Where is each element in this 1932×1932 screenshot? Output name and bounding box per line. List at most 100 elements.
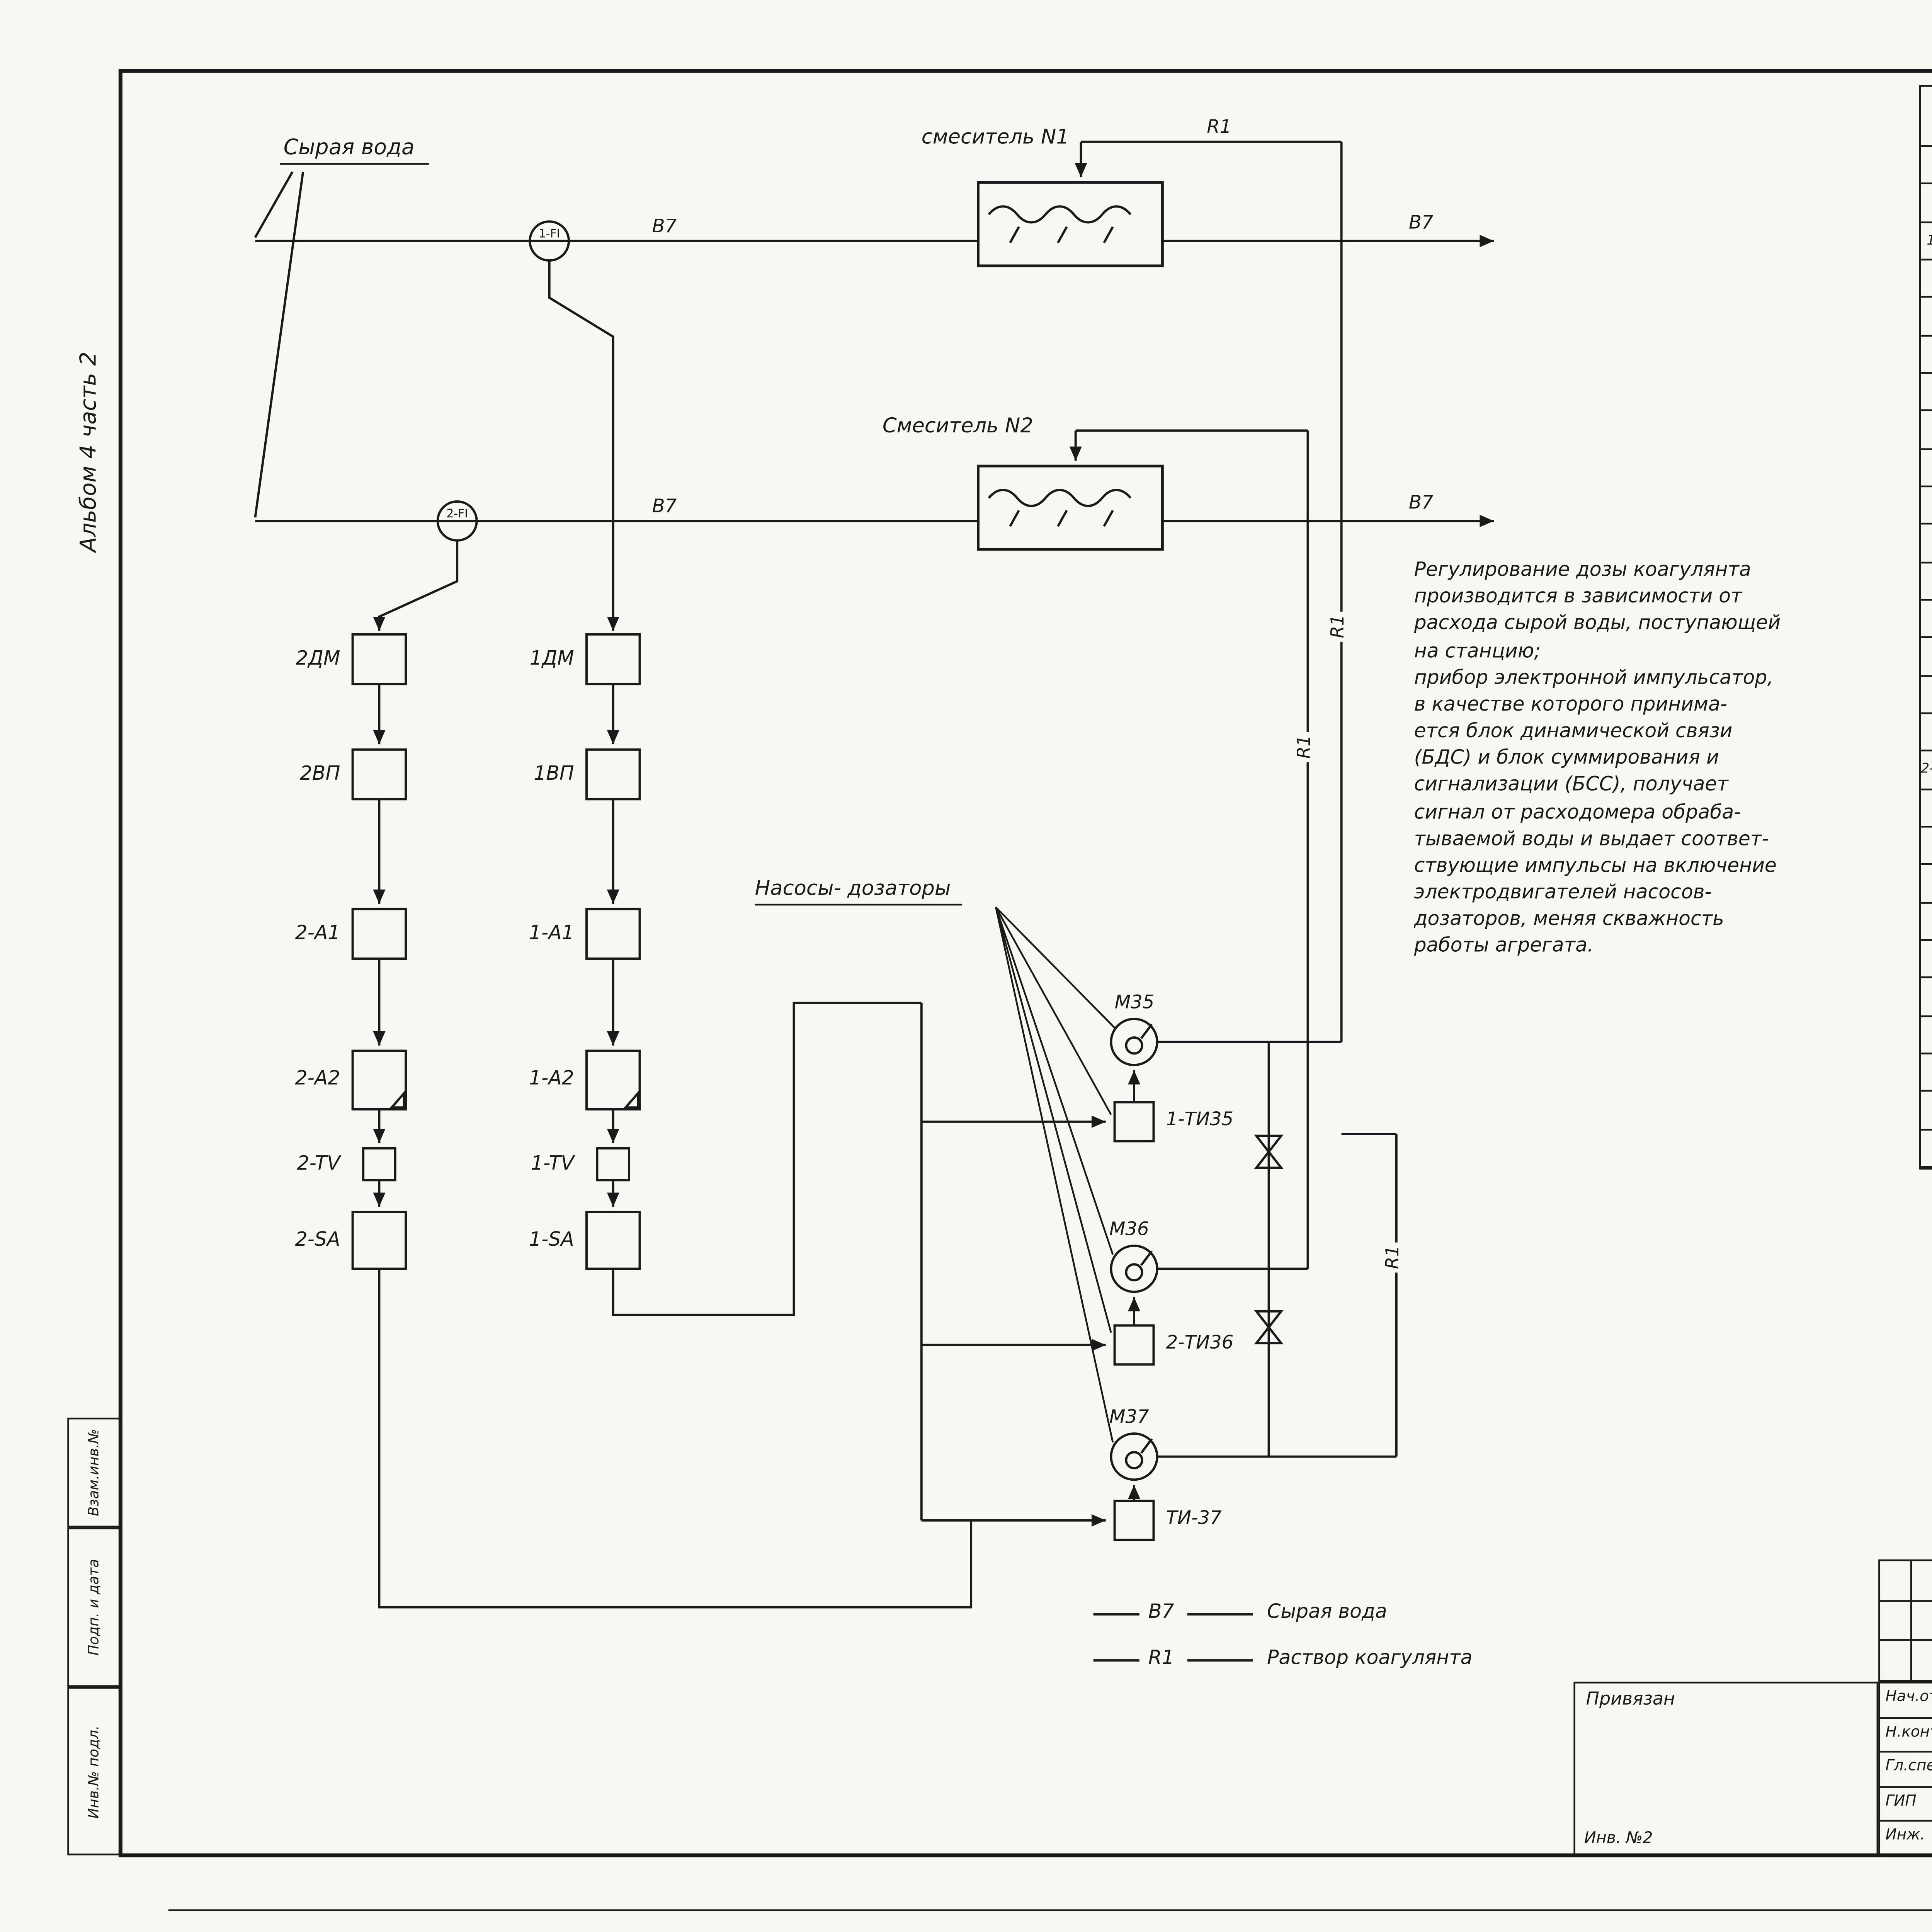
spec-table-row: 2-SA БРУ-22. Выходной сигнал 0-5 МА ~24В [1921,638,1932,676]
spec-cell-pos [1921,1054,1932,1092]
spec-cell-pos: 2-SA [1921,638,1932,676]
spec-table-row: 1-ДМ, 2-ДМ Преобразователь разности давл… [1921,223,1932,261]
spec-table-row: 1-А1 Блок- динамической связи БДС [1921,412,1932,450]
sig-role: Н.контр. [1880,1718,1932,1753]
spec-cell-pos [1921,865,1932,903]
block-label: 1-TV [531,1151,574,1175]
mixer-n2-symbol [977,429,1308,551]
spec-cell-pos: 1-TV, 2-TV [1921,789,1932,828]
coagulant-lines [1157,141,1398,1458]
stamp-label: Подп. и дата [86,1559,102,1656]
spec-table-row: 1-А2 Блок суммирования и сигнализа- [1921,487,1932,525]
spec-cell-pos: 1ВП, 2ВП [1921,336,1932,374]
spec-table-row: кПа [1921,298,1932,336]
spec-table-row: 1-SA Блок ручного управления [1921,600,1932,639]
spec-table-header: поз. обознач Наименование Кол. Примеч. [1921,87,1932,147]
block-label: 1-А1 [529,921,574,945]
spec-table-row: 1-ТИ35 Усилитель тиристорный [1921,714,1932,752]
spec-table-row [1921,1130,1932,1168]
spec-table-row: 2-ТИ36, ТИ-37 Трехпозиционный У-22М 3 [1921,752,1932,790]
spec-cell-pos: 1-А2 [1921,487,1932,525]
block-label: 1ДМ [529,646,574,670]
stamp-box: Инв.№ подл. [67,1687,121,1855]
binding-box: Привязан Инв. №2 [1573,1682,1879,1855]
spec-cell-pos: 2-ТИ36, ТИ-37 [1921,752,1932,790]
mixer2-label: Смеситель N2 [882,413,1033,438]
mixer-n1-symbol [977,140,1342,267]
r1-flow-label: R1 [1329,611,1349,642]
spec-cell-pos [1921,1130,1932,1168]
dosing-pump-symbols [1110,1017,1158,1541]
spec-table-row [1921,1092,1932,1130]
spec-cell-pos [1921,941,1932,979]
spec-cell-pos: М35÷М37 [1921,978,1932,1017]
signature-row: Инж. Елизарова [1880,1822,1932,1857]
spec-table-row [1921,941,1932,979]
spec-table-row: М35÷М37 Электродвигатель 4АА71А4 [1921,978,1932,1017]
b7-flow-label: B7 [1408,213,1434,234]
sheet-frame [118,69,1932,1912]
spec-cell-pos [1921,563,1932,601]
binding-label: Привязан [1586,1690,1675,1710]
spec-table-row: 1-FI, 2-FI Диафрагма камерная Ду [1921,147,1932,185]
motor-label: М35 [1114,992,1155,1014]
motor-label: М37 [1109,1407,1149,1429]
legend-label: Сырая вода [1267,1600,1387,1623]
signature-block: Нач.отд. Данилов Н.контр. Гусева [1878,1682,1932,1857]
revision-cell [1880,1561,1912,1601]
spec-table-row: 2-А2 ции БСС. Выходной сигнал [1921,525,1932,563]
equipment-spec-table: поз. обознач Наименование Кол. Примеч. 1… [1919,85,1932,1170]
legend-code: R1 [1148,1646,1174,1670]
revision-grid [1878,1559,1932,1682]
fi2-tag: 2-FI [446,507,468,521]
water-pipelines [254,171,1494,527]
spec-cell-pos: 2-А1 [1921,449,1932,487]
block-label: 2-А1 [295,921,340,945]
signature-row: Н.контр. Гусева [1880,1718,1932,1753]
spec-table-row: 1ВП, 2ВП Прибор регистрирующий, предел и… [1921,336,1932,374]
spec-cell-pos: 1-А1 [1921,412,1932,450]
stamp-label: Взам.инв.№ [86,1429,102,1516]
stamp-box: Взам.инв.№ [67,1417,121,1528]
mixer1-label: смеситель N1 [921,124,1070,149]
control-chain-1-symbols [585,633,1106,1527]
spec-table-row: N=0,55 кВт ~380В 3 [1921,1016,1932,1054]
legend-code: B7 [1148,1600,1174,1623]
spec-table-row: 0-5 МА ~ 220В 2 [1921,563,1932,601]
revision-cell [1880,1641,1912,1682]
raw-water-label: Сырая вода [280,135,429,165]
sig-role: Нач.отд. [1880,1684,1932,1718]
sig-role: Гл.спец. [1880,1753,1932,1788]
block-label: 2-TV [297,1151,340,1175]
thyristor-label: 1-ТИ35 [1166,1109,1234,1131]
spec-cell-pos: 1-FI, 2-FI [1921,147,1932,185]
b7-flow-label: B7 [652,216,677,238]
b7-flow-label: B7 [652,496,677,518]
revision-cell [1912,1561,1932,1601]
b7-flow-label: B7 [1408,492,1434,514]
stamp-box: Подп. и дата [67,1527,121,1687]
spec-table-row [1921,903,1932,941]
spec-table-row: ОСМ1-0,1 2 [1921,827,1932,866]
spec-cell-pos [1921,185,1932,223]
spec-cell-pos: 1-ТИ35 [1921,714,1932,752]
r1-flow-label: R1 [1296,731,1315,762]
motor-label: М36 [1109,1219,1149,1241]
r1-flow-label: R1 [1201,117,1237,138]
spec-table-row: Сапфир-22ДД-2410-02-УХЛ*3,1-0,25/0,25 [1921,260,1932,298]
spec-cell-pos [1921,903,1932,941]
revision-cell [1880,1601,1912,1641]
fi1-tag: 1-FI [538,227,560,241]
signature-row: Нач.отд. Данилов [1880,1684,1932,1718]
spec-cell-pos: 1-ДМ, 2-ДМ [1921,223,1932,261]
block-label: 1-SA [529,1228,574,1251]
control-chain-2-symbols [351,633,973,1609]
thyristor-label: ТИ-37 [1166,1508,1222,1529]
spec-header-pos: поз. обознач [1921,87,1932,145]
signature-row: ГИП Гусева [1880,1787,1932,1823]
legend-label: Раствор коагулянта [1267,1646,1473,1670]
spec-cell-pos: 1-SA [1921,600,1932,639]
spec-cell-pos [1921,1092,1932,1130]
